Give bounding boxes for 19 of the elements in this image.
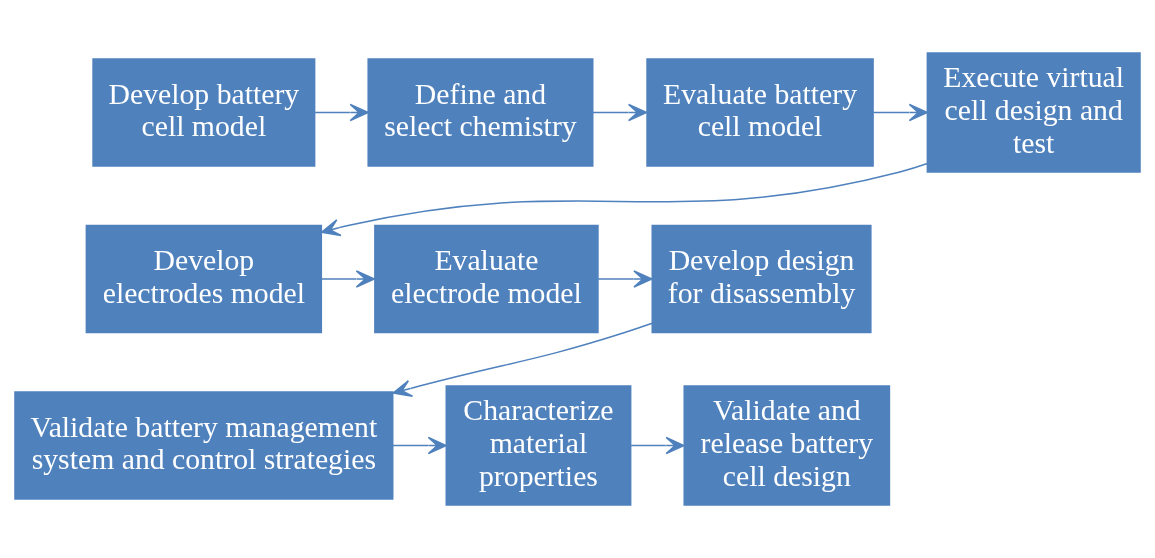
node-box: Validate battery management system and control strategies [14, 391, 394, 500]
arrow [320, 162, 929, 237]
node-box: Develop design for disassembly [651, 224, 872, 334]
arrow [320, 270, 375, 288]
node-box: Validate and release battery cell design [683, 385, 891, 506]
arrow [597, 270, 653, 288]
arrow [391, 436, 447, 455]
node-box: Develop electrodes model [85, 224, 323, 334]
node-box: Execute virtual cell design and test [926, 52, 1141, 173]
arrow [314, 103, 369, 122]
arrow [392, 322, 653, 397]
arrow [592, 103, 648, 122]
node-box: Characterize material properties [445, 385, 632, 506]
node-box: Evaluate electrode model [374, 224, 599, 334]
arrow [630, 436, 685, 455]
node-box: Define and select chemistry [367, 58, 594, 167]
arrow [872, 103, 928, 122]
node-box: Evaluate battery cell model [646, 58, 874, 167]
node-box: Develop battery cell model [92, 58, 316, 167]
